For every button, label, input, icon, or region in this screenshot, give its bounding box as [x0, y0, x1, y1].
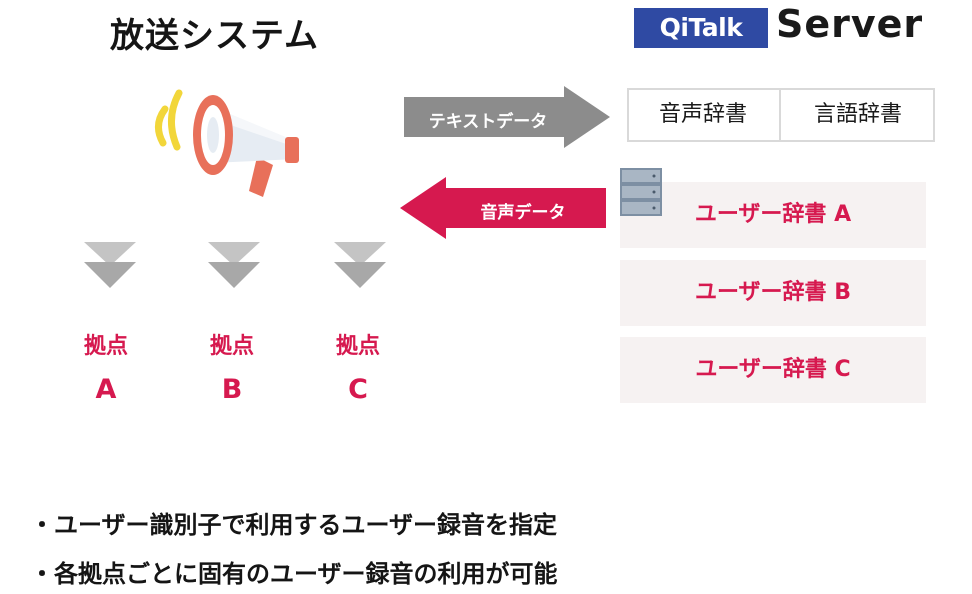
- language-dictionary: 言語辞書: [813, 102, 902, 127]
- qitalk-logo: QiTalk: [634, 8, 768, 48]
- site-letter-c: C: [348, 374, 368, 405]
- site-label-c: 拠点: [335, 334, 380, 359]
- site-letter-a: A: [95, 374, 117, 405]
- site-letter-b: B: [221, 374, 243, 405]
- sound-dictionary: 音声辞書: [658, 102, 747, 127]
- bullet-item-1: ・ユーザー識別子で利用するユーザー録音を指定: [30, 511, 558, 539]
- text-data-label: テキストデータ: [428, 112, 548, 132]
- server-icon: [620, 168, 662, 216]
- megaphone-icon: [155, 89, 299, 197]
- site-label-b: 拠点: [209, 334, 254, 359]
- audio-data-arrow: [400, 177, 606, 239]
- bullet-item-2: ・各拠点ごとに固有のユーザー録音の利用が可能: [30, 560, 558, 588]
- dictionary-box: [627, 88, 935, 142]
- site-label-a: 拠点: [83, 334, 128, 359]
- dictionary-divider: [779, 90, 781, 140]
- audio-data-label: 音声データ: [480, 203, 566, 223]
- system-title: 放送システム: [110, 16, 319, 56]
- text-data-arrow: [404, 86, 610, 148]
- user-dictionary-c: ユーザー辞書 C: [620, 337, 926, 403]
- logo-server-word: Server: [776, 2, 924, 46]
- down-arrow-icon: [84, 242, 136, 288]
- user-dictionary-a: ユーザー辞書 A: [620, 182, 926, 248]
- user-dictionary-b: ユーザー辞書 B: [620, 260, 926, 326]
- down-arrow-icon: [334, 242, 386, 288]
- down-arrow-icon: [208, 242, 260, 288]
